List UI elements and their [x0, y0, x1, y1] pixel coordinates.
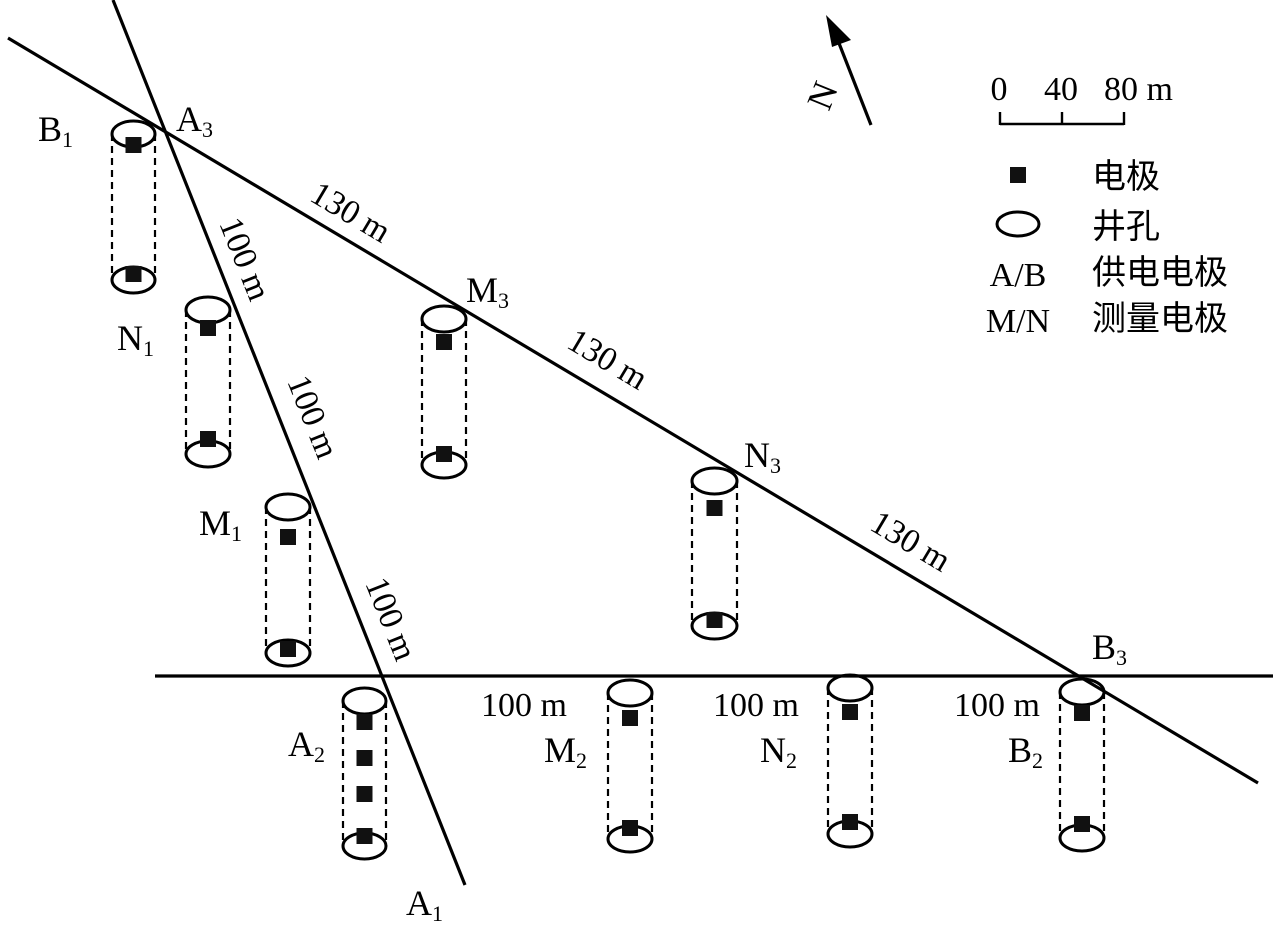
- electrode: [125, 137, 142, 153]
- distance-label-line2: 100 m: [954, 687, 1040, 724]
- north-arrow-shaft: [833, 32, 873, 126]
- electrode: [356, 714, 373, 730]
- scale-tick-80: 80 m: [1104, 71, 1173, 108]
- electrode: [706, 500, 723, 516]
- distance-label-line1: 100 m: [211, 212, 277, 306]
- borehole-N1: [184, 295, 232, 469]
- north-arrow: N: [799, 15, 873, 126]
- electrode: [622, 820, 638, 836]
- point-label-M3: M3: [466, 270, 509, 313]
- electrode: [1074, 705, 1090, 721]
- distance-label-line1: 100 m: [279, 370, 345, 464]
- point-label-A3: A3: [176, 99, 213, 142]
- legend-supply-key: A/B: [990, 257, 1047, 294]
- survey-line-1: [111, 0, 467, 886]
- survey-line-3: [7, 36, 1259, 785]
- north-label: N: [799, 76, 846, 115]
- point-label-B1: B1: [38, 109, 73, 152]
- point-label-A1: A1: [406, 883, 443, 926]
- legend-borehole-icon: [995, 210, 1041, 238]
- legend-supply-label: 供电电极: [1092, 253, 1228, 293]
- scale-tick-40: 40: [1044, 71, 1078, 108]
- electrode: [125, 266, 142, 282]
- legend: 电极 井孔 A/B 供电电极 M/N 测量电极: [986, 157, 1228, 340]
- borehole-M3: [420, 304, 468, 480]
- borehole-N3: [690, 466, 739, 641]
- point-label-N2: N2: [760, 730, 797, 773]
- scale-bar: 0 40 80 m: [991, 71, 1173, 126]
- distance-label-line2: 100 m: [713, 687, 799, 724]
- distance-label-line3: 130 m: [304, 175, 397, 251]
- legend-measure-key: M/N: [986, 303, 1050, 340]
- point-label-M2: M2: [544, 730, 587, 773]
- borehole-B2: [1058, 677, 1106, 853]
- scale-tick-0: 0: [991, 71, 1008, 108]
- electrode: [200, 431, 216, 447]
- legend-measure-label: 测量电极: [1092, 299, 1228, 339]
- borehole-A2: [341, 686, 388, 861]
- legend-electrode-icon: [1010, 167, 1026, 183]
- point-label-A2: A2: [288, 724, 325, 767]
- electrode: [842, 704, 858, 720]
- legend-electrode-label: 电极: [1092, 157, 1160, 197]
- electrode: [436, 334, 452, 350]
- legend-borehole-label: 井孔: [1092, 207, 1160, 247]
- electrode: [356, 786, 373, 802]
- borehole-B1: [110, 119, 157, 295]
- electrode: [706, 612, 723, 628]
- point-label-N3: N3: [744, 435, 781, 478]
- point-label-B3: B3: [1092, 627, 1127, 670]
- electrode: [280, 641, 296, 657]
- distance-label-line3: 130 m: [561, 322, 654, 398]
- borehole-M2: [606, 678, 654, 854]
- electrode: [842, 814, 858, 830]
- point-label-B2: B2: [1008, 730, 1043, 773]
- electrode: [1074, 816, 1090, 832]
- distance-label-line2: 100 m: [481, 687, 567, 724]
- electrode: [280, 529, 296, 545]
- point-label-N1: N1: [117, 318, 154, 361]
- distance-label-line1: 100 m: [357, 572, 423, 666]
- point-label-M1: M1: [199, 503, 242, 546]
- electrode: [200, 320, 216, 336]
- borehole-N2: [826, 673, 874, 849]
- north-arrow-head-icon: [826, 15, 851, 47]
- electrode: [356, 750, 373, 766]
- electrode: [436, 446, 452, 462]
- electrode: [622, 710, 638, 726]
- electrode: [356, 828, 373, 844]
- distance-label-line3: 130 m: [864, 504, 957, 580]
- borehole-M1: [264, 492, 312, 668]
